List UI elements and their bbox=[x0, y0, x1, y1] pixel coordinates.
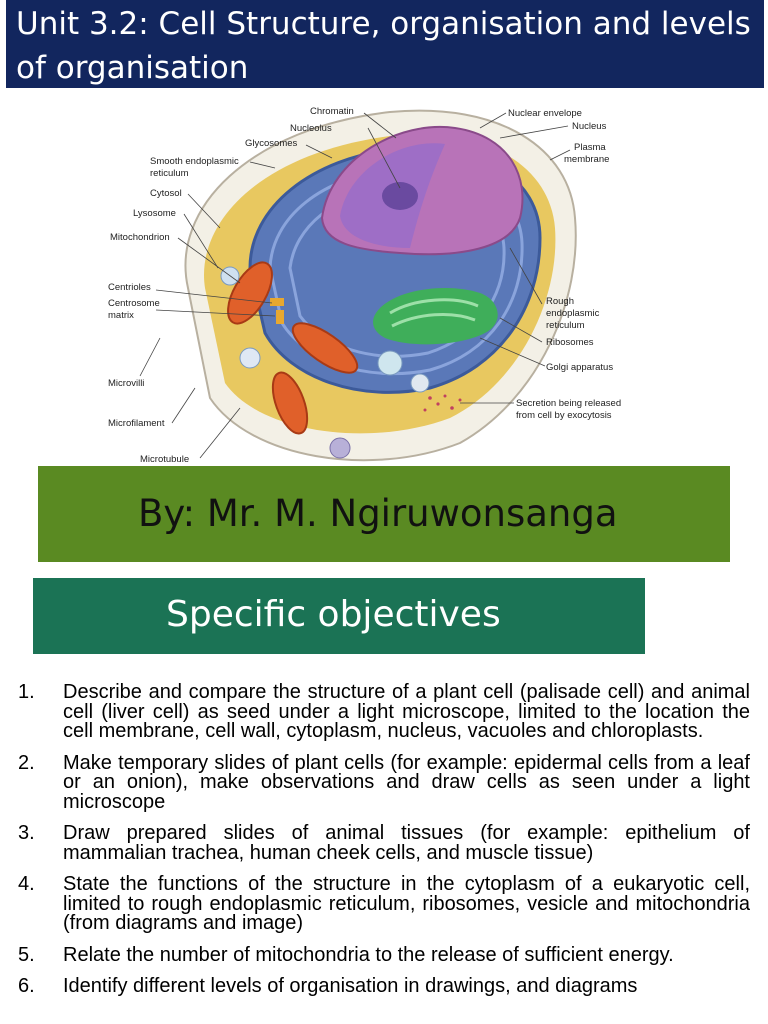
objective-item: 6. Identify different levels of organisa… bbox=[18, 975, 750, 997]
objective-item: 4. State the functions of the structure … bbox=[18, 873, 750, 934]
objective-item: 3. Draw prepared slides of animal tissue… bbox=[18, 822, 750, 864]
objectives-banner: Specific objectives bbox=[33, 578, 645, 654]
label-plasma-membrane: Plasma bbox=[574, 142, 606, 153]
label-rough-er: Rough bbox=[546, 296, 574, 307]
label-secretion: Secretion being released bbox=[516, 398, 621, 409]
label-ribosomes: Ribosomes bbox=[546, 337, 594, 348]
nucleolus-shape bbox=[382, 182, 418, 210]
objectives-heading: Specific objectives bbox=[166, 594, 501, 635]
label-lysosome: Lysosome bbox=[133, 208, 176, 219]
objective-item: 1. Describe and compare the structure of… bbox=[18, 681, 750, 742]
objective-text: Make temporary slides of plant cells (fo… bbox=[63, 751, 750, 813]
label-centrioles: Centrioles bbox=[108, 282, 151, 293]
label-centrosome-2: matrix bbox=[108, 310, 134, 321]
objective-text: Draw prepared slides of animal tissues (… bbox=[63, 822, 750, 864]
title-bar: Unit 3.2: Cell Structure, organisation a… bbox=[6, 0, 764, 88]
label-nucleus: Nucleus bbox=[572, 121, 607, 132]
label-centrosome: Centrosome bbox=[108, 298, 160, 309]
label-nucleolus: Nucleolus bbox=[290, 123, 332, 134]
objective-item: 5. Relate the number of mitochondria to … bbox=[18, 943, 750, 966]
label-smooth-er-2: reticulum bbox=[150, 168, 189, 179]
objective-number: 5. bbox=[18, 943, 35, 966]
objective-text: Identify different levels of organisatio… bbox=[63, 975, 638, 997]
label-mitochondrion: Mitochondrion bbox=[110, 232, 170, 243]
label-microtubule: Microtubule bbox=[140, 454, 189, 465]
objectives-list: 1. Describe and compare the structure of… bbox=[18, 681, 750, 1009]
label-chromatin: Chromatin bbox=[310, 106, 354, 117]
objective-text: Describe and compare the structure of a … bbox=[63, 681, 750, 742]
objective-text: Relate the number of mitochondria to the… bbox=[63, 943, 674, 966]
label-microfilament: Microfilament bbox=[108, 418, 165, 429]
cell-diagram: Chromatin Nucleolus Glycosomes Smooth en… bbox=[100, 98, 660, 468]
label-secretion-2: from cell by exocytosis bbox=[516, 410, 612, 421]
objective-item: 2. Make temporary slides of plant cells … bbox=[18, 751, 750, 813]
label-rough-er-2: endoplasmic bbox=[546, 308, 600, 319]
label-nuclear-envelope: Nuclear envelope bbox=[508, 108, 582, 119]
objective-number: 1. bbox=[18, 681, 35, 703]
label-plasma-membrane-2: membrane bbox=[564, 154, 609, 165]
objective-text: State the functions of the structure in … bbox=[63, 873, 750, 934]
author-banner: By: Mr. M. Ngiruwonsanga bbox=[38, 466, 730, 562]
page-title: Unit 3.2: Cell Structure, organisation a… bbox=[16, 6, 751, 86]
author-name: By: Mr. M. Ngiruwonsanga bbox=[138, 492, 618, 535]
cell-illustration: Chromatin Nucleolus Glycosomes Smooth en… bbox=[108, 106, 621, 465]
label-golgi: Golgi apparatus bbox=[546, 362, 613, 373]
label-microvilli: Microvilli bbox=[108, 378, 144, 389]
objective-number: 6. bbox=[18, 975, 35, 997]
label-rough-er-3: reticulum bbox=[546, 320, 585, 331]
objective-number: 4. bbox=[18, 873, 35, 895]
mitochondrion-shape bbox=[227, 261, 273, 325]
objective-number: 3. bbox=[18, 822, 35, 844]
label-glycosomes: Glycosomes bbox=[245, 138, 298, 149]
objective-number: 2. bbox=[18, 751, 35, 774]
label-smooth-er: Smooth endoplasmic bbox=[150, 156, 239, 167]
label-cytosol: Cytosol bbox=[150, 188, 182, 199]
